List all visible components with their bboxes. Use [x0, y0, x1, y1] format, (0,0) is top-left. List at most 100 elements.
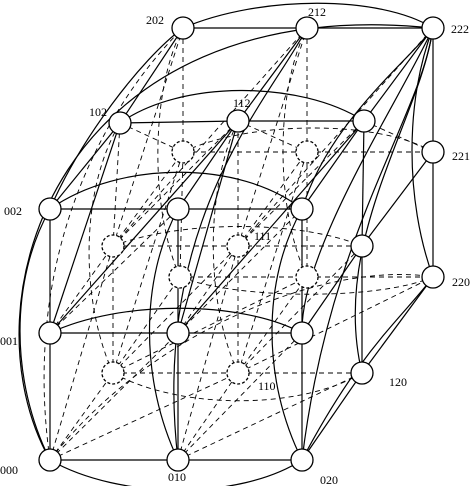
edge-100-111 — [112, 245, 239, 374]
node-circle-011 — [166, 321, 190, 345]
edge-102-202 — [119, 27, 184, 124]
edge-101-201 — [112, 151, 184, 247]
edge-101-112 — [112, 120, 239, 247]
edge-000-011 — [49, 332, 179, 461]
edge-011-122 — [177, 120, 365, 334]
node-102 — [108, 111, 132, 135]
node-020 — [290, 448, 314, 472]
node-circle-201 — [171, 140, 195, 164]
node-101 — [101, 234, 125, 258]
label-202: 202 — [146, 13, 164, 27]
node-202 — [171, 16, 195, 40]
node-120 — [350, 361, 374, 385]
node-circle-010 — [166, 448, 190, 472]
edge-010-111 — [177, 245, 239, 461]
edge-110-220 — [237, 276, 434, 374]
node-circle-211 — [295, 140, 319, 164]
edge-100-120-curve — [112, 372, 363, 402]
node-001 — [38, 321, 62, 345]
edge-110-112-curve — [212, 120, 239, 374]
edge-000-100 — [49, 372, 114, 461]
node-211 — [295, 140, 319, 164]
label-layer: 000 001 002 010 020 102 110 111 112 120 … — [0, 5, 470, 486]
label-222: 222 — [451, 22, 469, 36]
node-002 — [38, 197, 62, 221]
label-010: 010 — [168, 470, 186, 484]
edge-000-220-curve — [49, 274, 434, 461]
node-circle-121 — [350, 234, 374, 258]
node-circle-200 — [168, 265, 192, 289]
edge-020-220-curve — [301, 276, 434, 461]
edge-011-022 — [177, 208, 303, 334]
edge-202-222-curve — [182, 2, 434, 29]
node-circle-012 — [166, 197, 190, 221]
edge-001-012 — [49, 208, 179, 334]
edge-010-021 — [177, 332, 303, 461]
label-120: 120 — [389, 375, 407, 389]
edge-112-212 — [237, 27, 308, 122]
edge-101-212 — [112, 27, 308, 247]
edge-102-112 — [119, 120, 239, 124]
edge-100-102-curve — [88, 122, 121, 374]
node-122 — [352, 109, 376, 133]
node-212 — [295, 16, 319, 40]
edge-112-211 — [237, 120, 308, 153]
edge-100-201 — [112, 151, 184, 374]
edge-120-222-curve — [354, 27, 434, 374]
label-020: 020 — [320, 473, 338, 486]
node-221 — [421, 140, 445, 164]
edge-021-121 — [301, 245, 363, 334]
edge-000-222-curve — [18, 24, 434, 461]
edge-010-012-curve — [148, 208, 179, 461]
node-circle-001 — [38, 321, 62, 345]
edge-010-110 — [177, 372, 239, 461]
edge-011-112 — [177, 120, 239, 334]
edge-220-222-curve — [411, 27, 434, 278]
node-121 — [350, 234, 374, 258]
label-221: 221 — [452, 149, 470, 163]
node-210 — [295, 265, 319, 289]
node-circle-222 — [421, 16, 445, 40]
label-220: 220 — [452, 275, 470, 289]
node-112 — [226, 109, 250, 133]
edge-101-102 — [112, 122, 121, 247]
edge-200-220-curve — [179, 276, 434, 295]
node-layer — [38, 16, 445, 472]
node-circle-102 — [108, 111, 132, 135]
node-circle-210 — [295, 265, 319, 289]
edge-100-200 — [112, 276, 181, 374]
node-circle-122 — [352, 109, 376, 133]
edge-022-122 — [301, 120, 365, 210]
edge-120-220 — [361, 276, 434, 374]
node-circle-002 — [38, 197, 62, 221]
edge-000-110 — [49, 372, 239, 461]
node-010 — [166, 448, 190, 472]
node-circle-111 — [226, 234, 250, 258]
edge-002-022-curve — [49, 171, 303, 210]
edge-121-122 — [361, 120, 365, 247]
node-000 — [38, 448, 62, 472]
edge-100-210 — [112, 276, 308, 374]
label-102: 102 — [89, 105, 107, 119]
edge-layer — [18, 2, 434, 486]
edge-002-202-curve — [49, 27, 184, 210]
edge-000-101 — [49, 245, 114, 461]
edge-201-221-curve — [182, 127, 434, 153]
node-220 — [421, 265, 445, 289]
edge-011-111 — [177, 245, 239, 334]
edge-102-122-curve — [119, 89, 365, 124]
edge-001-101 — [49, 245, 114, 334]
node-022 — [290, 197, 314, 221]
edge-010-212-curve — [173, 27, 308, 461]
edge-020-120 — [301, 372, 363, 461]
edge-000-020-curve — [49, 459, 303, 486]
edge-022-222-curve — [301, 27, 434, 210]
node-circle-000 — [38, 448, 62, 472]
edge-001-102 — [49, 122, 121, 334]
edge-021-222-curve — [301, 27, 434, 334]
label-000: 000 — [0, 463, 18, 477]
edge-200-202-curve — [157, 27, 184, 278]
node-circle-220 — [421, 265, 445, 289]
node-201 — [171, 140, 195, 164]
